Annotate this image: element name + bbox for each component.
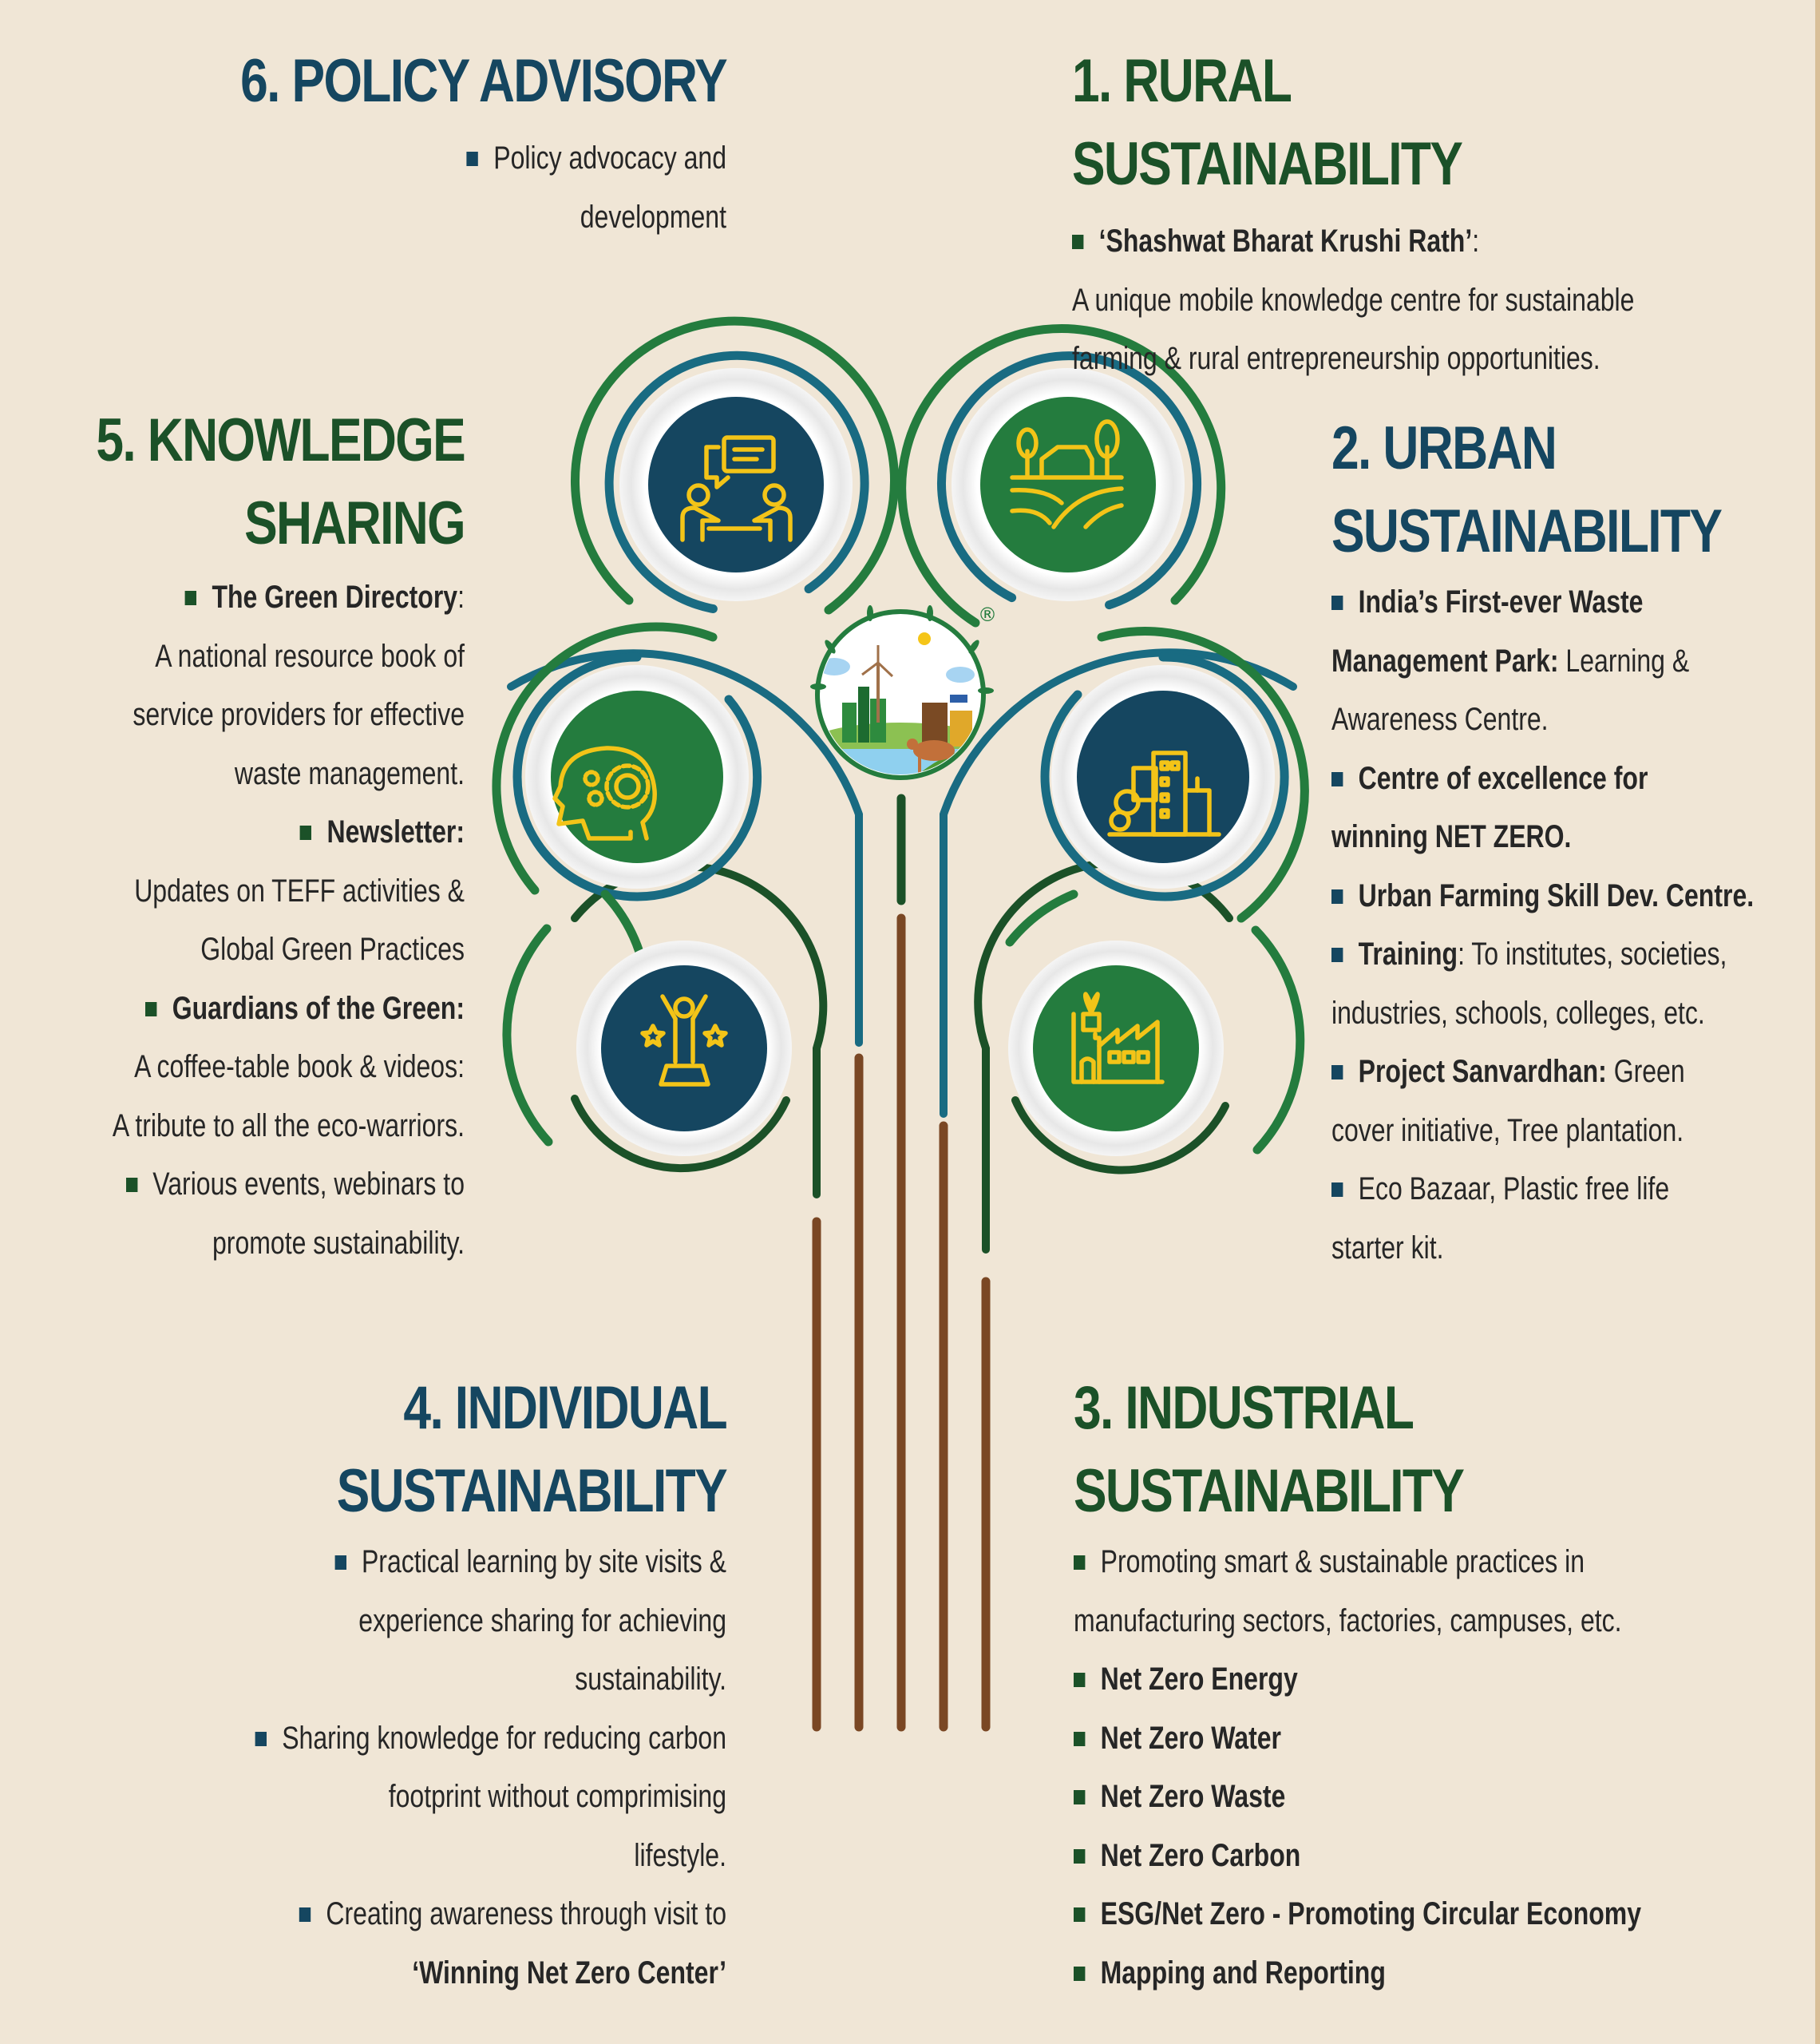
list-item: Promoting smart & sustainable practices … — [1074, 1533, 1648, 1592]
bullet-square-icon — [1331, 1065, 1343, 1079]
farm-landscape-icon — [1010, 419, 1124, 529]
bullet-square-icon — [1074, 1966, 1086, 1981]
section-knowledge-sharing: 5. KNOWLEDGE SHARING The Green Directory… — [2, 399, 465, 1273]
section-title-line-2: SUSTAINABILITY — [1331, 497, 1723, 565]
section-urban-sustainability: 2. URBAN SUSTAINABILITY India’s First-ev… — [1331, 407, 1818, 1278]
list-item: Net Zero Energy — [1074, 1650, 1648, 1709]
list-item: India’s First-ever Waste — [1331, 573, 1721, 632]
bullet-square-icon — [334, 1555, 346, 1570]
section-title-line-2: SUSTAINABILITY — [336, 1457, 728, 1525]
section-individual-sustainability: 4. INDIVIDUAL SUSTAINABILITY Practical l… — [24, 1367, 728, 2002]
list-item: Net Zero Carbon — [1074, 1827, 1648, 1886]
list-item: Training: To institutes, societies, — [1331, 925, 1727, 984]
right-border — [1815, 0, 1820, 2044]
list-item: Guardians of the Green: — [94, 980, 465, 1039]
section-title-line-1: 2. URBAN — [1331, 414, 1557, 482]
list-item: ESG/Net Zero - Promoting Circular Econom… — [1074, 1885, 1648, 1944]
list-item: Sharing knowledge for reducing carbon — [164, 1709, 726, 1769]
bullet-square-icon — [184, 591, 197, 605]
green-factory-icon — [1071, 992, 1165, 1084]
registered-mark: ® — [978, 604, 997, 626]
section-body: ‘Shashwat Bharat Krushi Rath’: A unique … — [1072, 224, 1635, 376]
node-rural — [897, 323, 1226, 628]
list-item: Urban Farming Skill Dev. Centre. — [1331, 867, 1754, 926]
bullet-square-icon — [1074, 1731, 1086, 1746]
list-item: Creating awareness through visit to — [164, 1885, 726, 1944]
section-body: Practical learning by site visits & expe… — [164, 1533, 726, 2002]
head-gears-icon — [552, 746, 657, 841]
bullet-square-icon — [299, 826, 312, 840]
bullet-square-icon — [1074, 1907, 1086, 1922]
node-industrial — [1005, 889, 1305, 1175]
section-title-line-2: SHARING — [244, 489, 466, 557]
section-industrial-sustainability: 3. INDUSTRIAL SUSTAINABILITY Promoting s… — [1074, 1367, 1792, 2002]
node-head-gears — [492, 622, 762, 901]
bullet-square-icon — [1331, 771, 1343, 786]
section-title-line-1: 4. INDIVIDUAL — [403, 1374, 727, 1442]
bullet-square-icon — [1331, 948, 1343, 962]
list-item: Mapping and Reporting — [1074, 1944, 1648, 2003]
bullet-square-icon — [125, 1178, 138, 1192]
bullet-square-icon — [145, 1001, 157, 1016]
section-title: 1. RURAL SUSTAINABILITY — [1072, 47, 1463, 198]
list-item: Practical learning by site visits & — [164, 1533, 726, 1592]
section-policy-advisory: 6. POLICY ADVISORY Policy advocacy and d… — [8, 40, 727, 247]
city-buildings-icon — [1107, 751, 1221, 837]
list-item: Centre of excellence for — [1331, 750, 1721, 809]
list-item: The Green Directory: — [94, 568, 465, 628]
bullet-square-icon — [299, 1907, 311, 1922]
stem-teal-left — [507, 649, 863, 1047]
bullet-square-icon — [1331, 889, 1343, 904]
section-body: India’s First-ever Waste Management Park… — [1331, 573, 1754, 1278]
organization-logo — [810, 605, 994, 780]
section-title-line-2: SUSTAINABILITY — [1074, 1457, 1465, 1525]
list-item: Various events, webinars to — [94, 1155, 465, 1214]
bullet-square-icon — [1072, 235, 1084, 249]
list-item: Eco Bazaar, Plastic free life — [1331, 1160, 1721, 1219]
section-body: The Green Directory: A national resource… — [94, 568, 465, 1273]
bullet-square-icon — [255, 1731, 267, 1746]
meeting-discussion-icon — [680, 435, 793, 542]
bullet-square-icon — [466, 152, 479, 166]
section-rural-sustainability: 1. RURAL SUSTAINABILITY ‘Shashwat Bharat… — [1072, 40, 1790, 389]
section-body: Promoting smart & sustainable practices … — [1074, 1533, 1648, 2002]
bullet-square-icon — [1074, 1555, 1086, 1570]
section-title-line-1: 5. KNOWLEDGE — [96, 406, 465, 474]
bullet-square-icon — [1331, 596, 1343, 610]
list-item: Net Zero Waste — [1074, 1768, 1648, 1827]
node-knowledge — [571, 316, 899, 615]
section-title-line-1: 3. INDUSTRIAL — [1074, 1374, 1414, 1442]
bullet-square-icon — [1331, 1182, 1343, 1197]
list-item: Net Zero Water — [1074, 1709, 1648, 1769]
bullet-square-icon — [1074, 1673, 1086, 1687]
achiever-trophy-icon — [640, 994, 728, 1087]
node-individual — [502, 889, 792, 1173]
bullet-square-icon — [1074, 1848, 1086, 1864]
list-item: Newsletter: — [94, 803, 465, 862]
section-body: Policy advocacy and development — [152, 129, 726, 247]
section-title: 6. POLICY ADVISORY — [240, 47, 727, 115]
bullet-square-icon — [1074, 1790, 1086, 1804]
list-item: Project Sanvardhan: Green — [1331, 1043, 1721, 1102]
